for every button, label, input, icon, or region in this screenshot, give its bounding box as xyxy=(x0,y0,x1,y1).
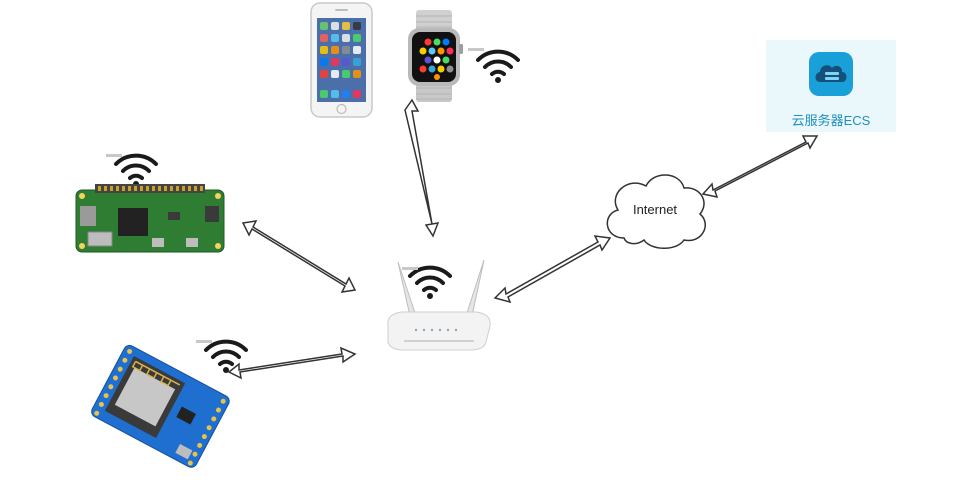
internet-label: Internet xyxy=(632,202,678,217)
tiny-label xyxy=(402,267,418,270)
double-arrow xyxy=(404,98,440,238)
wifi-icon xyxy=(408,265,452,299)
double-arrow xyxy=(701,135,819,199)
tiny-label xyxy=(468,48,484,51)
raspberry-pi-board-icon xyxy=(75,184,225,253)
tiny-label xyxy=(196,340,212,343)
esp8266-board-icon xyxy=(91,344,230,468)
double-arrow xyxy=(227,346,357,380)
wifi-icon xyxy=(204,339,248,373)
wifi-icon xyxy=(476,49,520,83)
double-arrow xyxy=(241,220,357,293)
smartphone-icon xyxy=(310,2,373,118)
cloud-server-label: 云服务器ECS xyxy=(791,113,871,128)
cloud-server-icon xyxy=(809,52,853,96)
smartwatch-icon xyxy=(408,10,463,102)
router-icon xyxy=(387,259,491,351)
tiny-label xyxy=(106,154,122,157)
internet-cloud-icon xyxy=(606,174,706,249)
cloud-server-panel xyxy=(766,40,896,132)
double-arrow xyxy=(493,235,612,304)
wifi-icon xyxy=(114,153,158,187)
